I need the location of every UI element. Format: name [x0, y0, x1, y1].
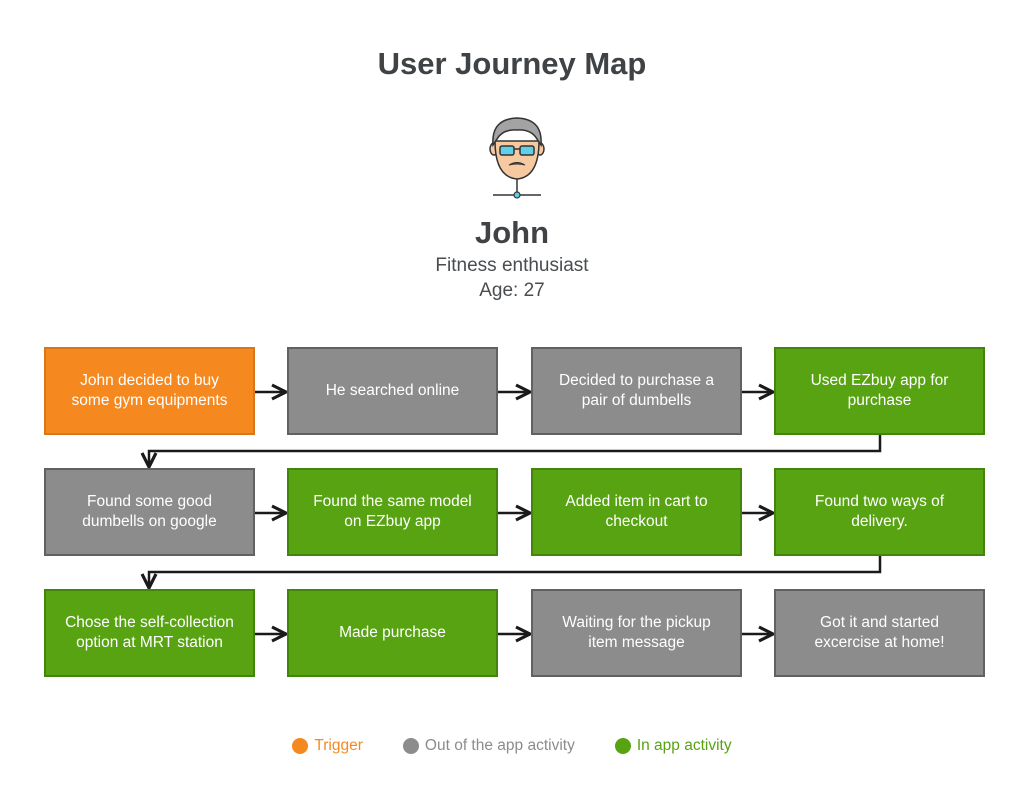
journey-step-12: Got it and started excercise at home! [774, 589, 985, 677]
persona-name: John [474, 215, 550, 250]
journey-step-6: Found the same model on EZbuy app [287, 468, 498, 556]
legend-label-in-app: In app activity [636, 737, 732, 754]
journey-step-5: Found some good dumbells on google [44, 468, 255, 556]
legend-label-out-of-app: Out of the app activity [424, 737, 575, 754]
journey-step-9: Chose the self-collection option at MRT … [44, 589, 255, 677]
page-title: User Journey Map [377, 46, 647, 81]
legend-dot-trigger [292, 738, 309, 754]
journey-step-11: Waiting for the pickup item message [531, 589, 742, 677]
arrow-wrap-1 [149, 435, 882, 467]
legend-dot-in-app [614, 738, 631, 754]
legend-label-trigger: Trigger [314, 737, 363, 754]
journey-step-3: Decided to purchase a pair of dumbells [531, 347, 742, 435]
legend-item-in-app: In app activity [614, 737, 732, 755]
journey-step-2: He searched online [287, 347, 498, 435]
legend-dot-out-of-app [402, 738, 419, 754]
journey-step-10: Made purchase [287, 589, 498, 677]
man-with-glasses-avatar-icon [489, 117, 545, 199]
persona-age: Age: 27 [479, 280, 545, 301]
legend: Trigger Out of the app activity In app a… [0, 737, 1024, 755]
legend-item-out-of-app: Out of the app activity [402, 737, 575, 755]
journey-step-4: Used EZbuy app for purchase [774, 347, 985, 435]
persona-role: Fitness enthusiast [435, 255, 589, 276]
arrow-wrap-2 [149, 556, 882, 588]
journey-step-8: Found two ways of delivery. [774, 468, 985, 556]
journey-step-1: John decided to buy some gym equipments [44, 347, 255, 435]
journey-step-7: Added item in cart to checkout [531, 468, 742, 556]
legend-item-trigger: Trigger [292, 737, 363, 755]
